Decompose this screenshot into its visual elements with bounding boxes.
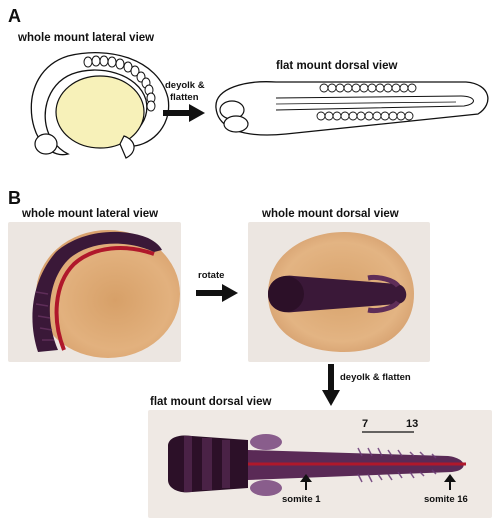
dorsal-view-photo bbox=[248, 222, 430, 362]
panel-b-dorsal-caption: whole mount dorsal view bbox=[262, 208, 399, 220]
somite-1-label: somite 1 bbox=[282, 494, 321, 505]
somite-16-label: somite 16 bbox=[424, 494, 468, 505]
bracket-start-label: 7 bbox=[362, 418, 369, 430]
panel-letter-a: A bbox=[8, 6, 21, 26]
lateral-view-photo bbox=[8, 222, 181, 362]
bracket-end-label: 13 bbox=[406, 418, 419, 430]
rotate-arrow-right-icon bbox=[196, 284, 238, 302]
flat-mount-drawing bbox=[215, 81, 489, 136]
rotate-label: rotate bbox=[198, 270, 225, 281]
panel-letter-b: B bbox=[8, 188, 21, 208]
deyolk-flatten-label: deyolk & flatten bbox=[340, 372, 411, 383]
panel-a-step-label-line1: deyolk & bbox=[165, 80, 205, 91]
lateral-embryo-drawing bbox=[30, 52, 170, 159]
panel-b-lateral-caption: whole mount lateral view bbox=[22, 208, 159, 220]
panel-a-arrow-right-icon bbox=[163, 104, 205, 122]
panel-a-step-label-line2: flatten bbox=[170, 92, 199, 103]
panel-b-flat-caption: flat mount dorsal view bbox=[150, 396, 272, 408]
panel-a-flat-caption: flat mount dorsal view bbox=[276, 60, 398, 72]
flat-mount-photo bbox=[148, 410, 492, 518]
panel-a-lateral-caption: whole mount lateral view bbox=[18, 32, 155, 44]
deyolk-arrow-down-icon bbox=[322, 364, 340, 406]
